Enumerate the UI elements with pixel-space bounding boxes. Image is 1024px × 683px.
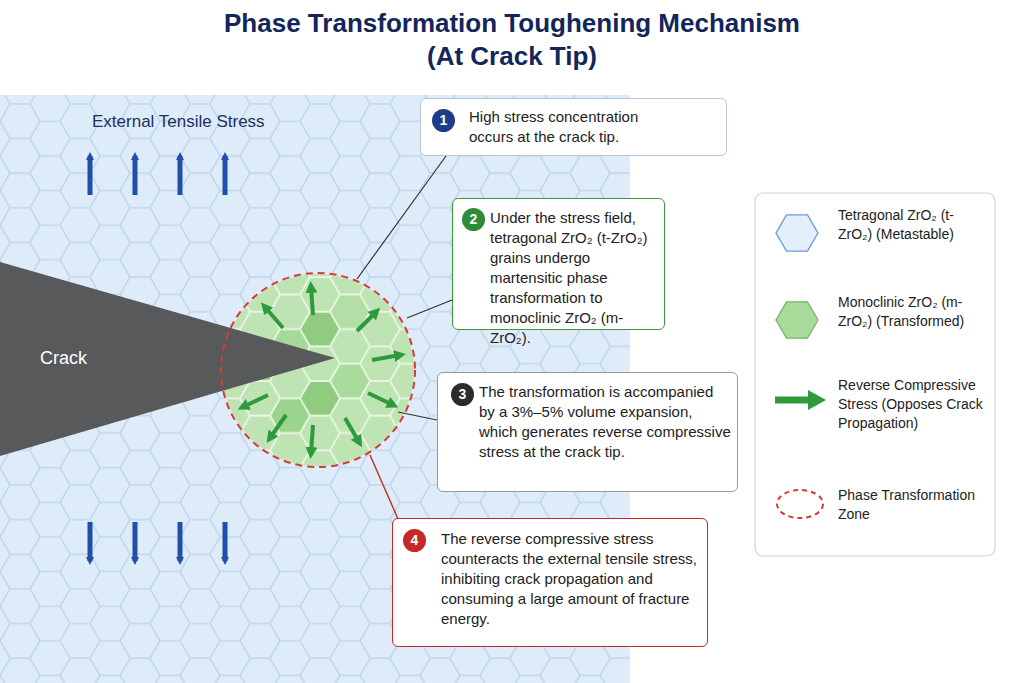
leader-line	[398, 412, 437, 420]
compressive-arrow	[243, 395, 268, 407]
legend-text: Phase Transformation Zone	[838, 486, 983, 524]
transformation-zone	[221, 273, 415, 467]
tensile-arrow	[178, 522, 183, 561]
leader-line	[357, 156, 446, 279]
legend-text: Reverse Compressive Stress (Opposes Crac…	[838, 376, 983, 433]
compressive-arrow	[368, 393, 393, 405]
tensile-arrow	[223, 156, 228, 195]
callout-number: 1	[432, 109, 455, 132]
callout-text: High stress concentration occurs at the …	[469, 107, 684, 147]
compressive-arrow	[311, 287, 313, 315]
tensile-arrow	[133, 156, 138, 195]
tensile-arrow	[223, 522, 228, 561]
compressive-arrows	[243, 287, 400, 453]
arrow-sample-head	[808, 390, 826, 410]
tensile-arrow	[88, 522, 93, 561]
crack-label: Crack	[40, 348, 87, 369]
zone-sample	[777, 490, 823, 518]
tensile-arrows	[90, 156, 225, 561]
diagram-title: Phase Transformation Toughening Mechanis…	[212, 7, 812, 73]
callout-box: 4 The reverse compressive stress countera…	[392, 518, 708, 647]
callout-text: The transformation is accompanied by a 3…	[479, 382, 731, 462]
arrow-sample	[775, 397, 810, 404]
crack-shape	[0, 262, 335, 456]
callout-text: The reverse compressive stress counterac…	[441, 529, 703, 629]
legend-text: Tetragonal ZrO₂ (t-ZrO₂) (Metastable)	[838, 206, 983, 244]
callout-text: Under the stress field, tetragonal ZrO₂ …	[490, 208, 660, 348]
compressive-arrow	[345, 418, 359, 442]
callout-box: 3The transformation is accompanied by a …	[437, 372, 738, 492]
legend-text: Monoclinic ZrO₂ (m-ZrO₂) (Transformed)	[838, 293, 983, 331]
callout-box: 2Under the stress field, tetragonal ZrO₂…	[452, 198, 665, 330]
compressive-arrow	[357, 312, 376, 331]
tensile-arrow	[178, 156, 183, 195]
compressive-arrow	[372, 355, 400, 360]
legend-frame	[755, 193, 995, 556]
compressive-arrow	[270, 415, 286, 438]
tensile-arrow	[88, 156, 93, 195]
monoclinic-sample	[776, 302, 818, 338]
tensile-arrow	[133, 522, 138, 561]
stress-label: External Tensile Stress	[92, 112, 265, 132]
tetragonal-sample	[776, 215, 818, 251]
callout-number: 4	[403, 529, 426, 552]
callout-box: 1 High stress concentration occurs at the…	[420, 98, 727, 156]
compressive-arrow	[311, 425, 313, 453]
callout-number: 2	[462, 208, 485, 231]
leader-line	[407, 300, 452, 318]
callout-number: 3	[451, 383, 474, 406]
leader-line	[370, 455, 398, 519]
compressive-arrow	[265, 307, 283, 328]
